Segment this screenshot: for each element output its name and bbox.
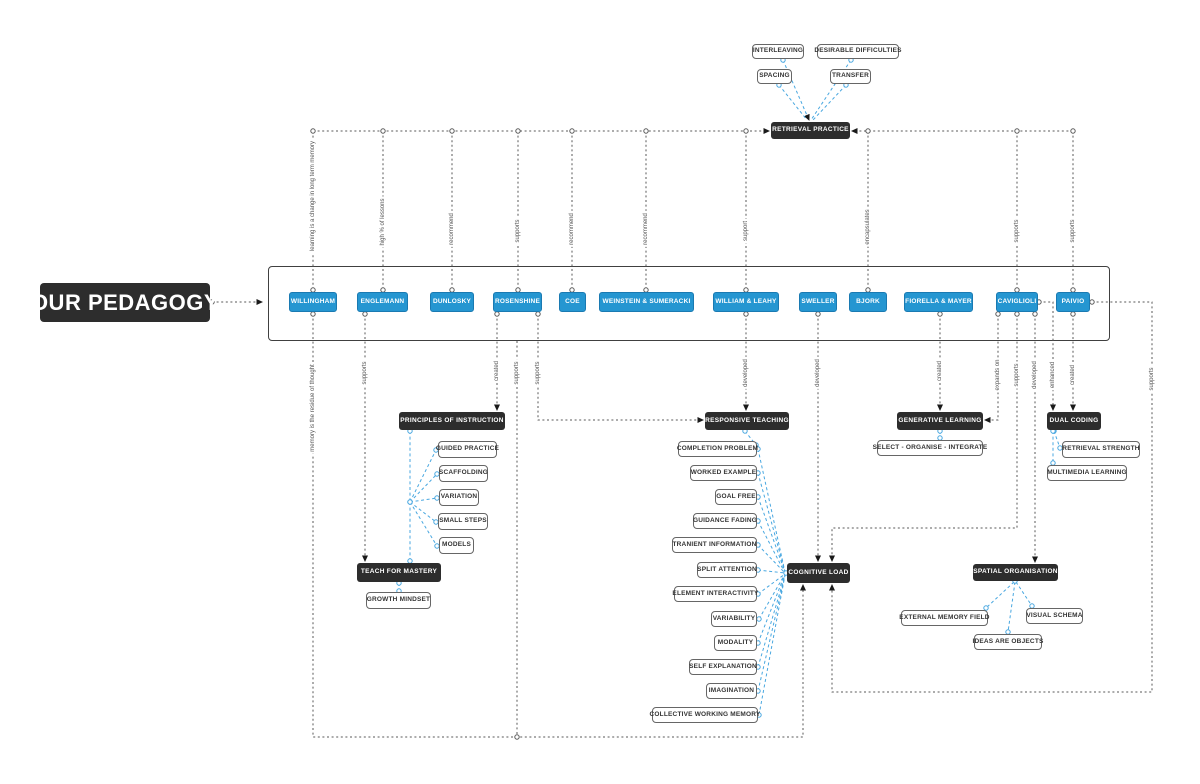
- node-element-interactivity[interactable]: ELEMENT INTERACTIVITY: [672, 586, 758, 602]
- node-worked-example[interactable]: WORKED EXAMPLE: [690, 465, 757, 481]
- node-coe[interactable]: COE: [559, 292, 586, 312]
- node-small-steps[interactable]: SMALL STEPS: [438, 513, 488, 530]
- node-tranient-information[interactable]: TRANIENT INFORMATION: [672, 537, 757, 553]
- edge-label: enhanced: [1049, 359, 1057, 391]
- node-retrieval-practice[interactable]: RETRIEVAL PRACTICE: [771, 122, 850, 139]
- node-desirable-difficulties[interactable]: DESIRABLE DIFFICULTIES: [814, 44, 901, 59]
- node-imagination[interactable]: IMAGINATION: [706, 683, 757, 699]
- edge-label: created: [1069, 362, 1077, 388]
- edge-label: supports: [1069, 217, 1077, 245]
- node-spatial-organisation[interactable]: SPATIAL ORGANISATION: [973, 564, 1058, 581]
- node-teach-for-mastery[interactable]: TEACH FOR MASTERY: [357, 563, 441, 582]
- edge-label: developed: [742, 357, 750, 389]
- node-principles-of-instruction[interactable]: PRINCIPLES OF INSTRUCTION: [399, 412, 505, 430]
- edge-label: encapsulates: [864, 207, 872, 247]
- node-dual-coding[interactable]: DUAL CODING: [1047, 412, 1101, 430]
- node-weinstein-sumeracki[interactable]: WEINSTEIN & SUMERACKI: [599, 292, 694, 312]
- edge-label: supports: [514, 217, 522, 245]
- edge-label: supports: [361, 359, 369, 387]
- edge-label: recommend: [448, 211, 456, 247]
- edge-label: supports: [513, 359, 521, 387]
- node-guided-practice[interactable]: GUIDED PRACTICE: [436, 441, 499, 458]
- node-paivio[interactable]: PAIVIO: [1056, 292, 1090, 312]
- node-split-attention[interactable]: SPLIT ATTENTION: [697, 562, 757, 578]
- node-caviglioli[interactable]: CAVIGLIOLI: [996, 292, 1038, 312]
- node-spacing[interactable]: SPACING: [757, 69, 792, 84]
- edge-label: expands on: [994, 357, 1002, 393]
- edge-label: supports: [534, 359, 542, 387]
- edge-label: recommend: [568, 211, 576, 247]
- edge-label: supports: [1013, 217, 1021, 245]
- edge-label: support: [742, 218, 750, 244]
- node-modality[interactable]: MODALITY: [714, 635, 757, 651]
- node-cognitive-load[interactable]: COGNITIVE LOAD: [787, 563, 850, 583]
- edge-label: high % of lessons: [379, 196, 387, 248]
- node-transfer[interactable]: TRANSFER: [830, 69, 871, 84]
- edge-label: recommend: [642, 211, 650, 247]
- node-growth-mindset[interactable]: GROWTH MINDSET: [366, 592, 431, 609]
- edge-label: created: [936, 358, 944, 384]
- node-collective-working-memory[interactable]: COLLECTIVE WORKING MEMORY: [650, 707, 760, 723]
- node-interleaving[interactable]: INTERLEAVING: [752, 44, 804, 59]
- node-our-pedagogy[interactable]: OUR PEDAGOGY: [31, 283, 219, 322]
- node-completion-problem[interactable]: COMPLETION PROBLEM: [677, 441, 758, 457]
- node-visual-schema[interactable]: VISUAL SCHEMA: [1026, 608, 1083, 624]
- edge-label: developed: [1031, 359, 1039, 391]
- edge-label: developed: [814, 357, 822, 389]
- edge-label: learning is a change in long term memory: [309, 138, 317, 254]
- node-models[interactable]: MODELS: [439, 537, 474, 554]
- node-sweller[interactable]: SWELLER: [799, 292, 837, 312]
- node-rosenshine[interactable]: ROSENSHINE: [493, 292, 542, 312]
- node-fiorella-mayer[interactable]: FIORELLA & MAYER: [904, 292, 973, 312]
- node-responsive-teaching[interactable]: RESPONSIVE TEACHING: [705, 412, 789, 430]
- edge-label: supports: [1148, 365, 1156, 393]
- node-willingham[interactable]: WILLINGHAM: [289, 292, 337, 312]
- node-goal-free[interactable]: GOAL FREE: [715, 489, 757, 505]
- node-variability[interactable]: VARIABILITY: [711, 611, 757, 627]
- node-generative-learning[interactable]: GENERATIVE LEARNING: [897, 412, 983, 430]
- node-external-memory-field[interactable]: EXTERNAL MEMORY FIELD: [899, 610, 990, 626]
- node-dunlosky[interactable]: DUNLOSKY: [430, 292, 474, 312]
- node-englemann[interactable]: ENGLEMANN: [357, 292, 408, 312]
- node-multimedia-learning[interactable]: MULTIMEDIA LEARNING: [1047, 465, 1127, 481]
- node-guidance-fading[interactable]: GUIDANCE FADING: [693, 513, 757, 529]
- edge-label: supports: [1013, 361, 1021, 389]
- edge-label: memory is the residue of thought: [309, 362, 317, 454]
- node-select-organise-integrate[interactable]: SELECT - ORGANISE - INTEGRATE: [873, 440, 987, 456]
- node-self-explanation[interactable]: SELF EXPLANATION: [689, 659, 757, 675]
- edge-label: created: [493, 358, 501, 384]
- node-bjork[interactable]: BJORK: [849, 292, 887, 312]
- node-william-leahy[interactable]: WILLIAM & LEAHY: [713, 292, 779, 312]
- node-ideas-are-objects[interactable]: IDEAS ARE OBJECTS: [972, 634, 1043, 650]
- node-scaffolding[interactable]: SCAFFOLDING: [439, 465, 488, 482]
- node-retrieval-strength[interactable]: RETRIEVAL STRENGTH: [1062, 441, 1140, 458]
- node-variation[interactable]: VARIATION: [439, 489, 479, 506]
